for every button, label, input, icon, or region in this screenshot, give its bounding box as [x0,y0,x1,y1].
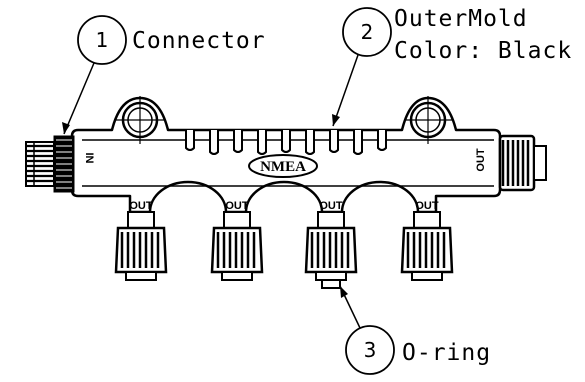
nmea-logo-text: NMEA [260,159,306,175]
right-connector [498,134,547,192]
left-connector [25,135,75,193]
port-label-out-3: OUT [319,200,343,212]
port-label-out-4: OUT [415,200,439,212]
bottom-connector-3 [304,211,358,289]
callout-1-circle [77,15,127,65]
callout-1-label: Connector [132,28,266,54]
callout-2-label-line-1: OuterMold [394,6,528,32]
callout-2-arrowhead [332,114,340,126]
callout-3-number: 3 [364,338,377,362]
callout-1-arrowhead [62,122,70,134]
nmea-logo: NMEA [248,154,318,178]
port-label-out-right: OUT [475,148,487,172]
bottom-connector-1 [114,211,168,281]
callout-2-leader [332,54,359,127]
mounting-hole-right [404,96,452,144]
port-label-out-2: OUT [225,200,249,212]
o-ring [321,279,341,289]
bottom-connector-2 [210,211,264,281]
port-label-in: IN [83,153,95,164]
callout-2-label-line-2: Color: Black [394,38,572,64]
callout-3: 3 O-ring [339,285,491,375]
top-ribs [185,130,387,155]
callout-2-circle [342,7,392,57]
mounting-hole-left [116,96,164,144]
bottom-connector-4 [400,211,454,281]
callout-2: 2 OuterMold Color: Black [332,6,572,127]
callout-3-circle [345,325,395,375]
callout-1-number: 1 [96,28,109,52]
callout-1-leader [63,62,95,135]
callout-3-label: O-ring [402,340,491,366]
callout-3-arrowhead [340,286,348,298]
callout-2-number: 2 [361,20,374,44]
port-label-out-1: OUT [129,200,153,212]
callout-1: 1 Connector [62,15,266,135]
